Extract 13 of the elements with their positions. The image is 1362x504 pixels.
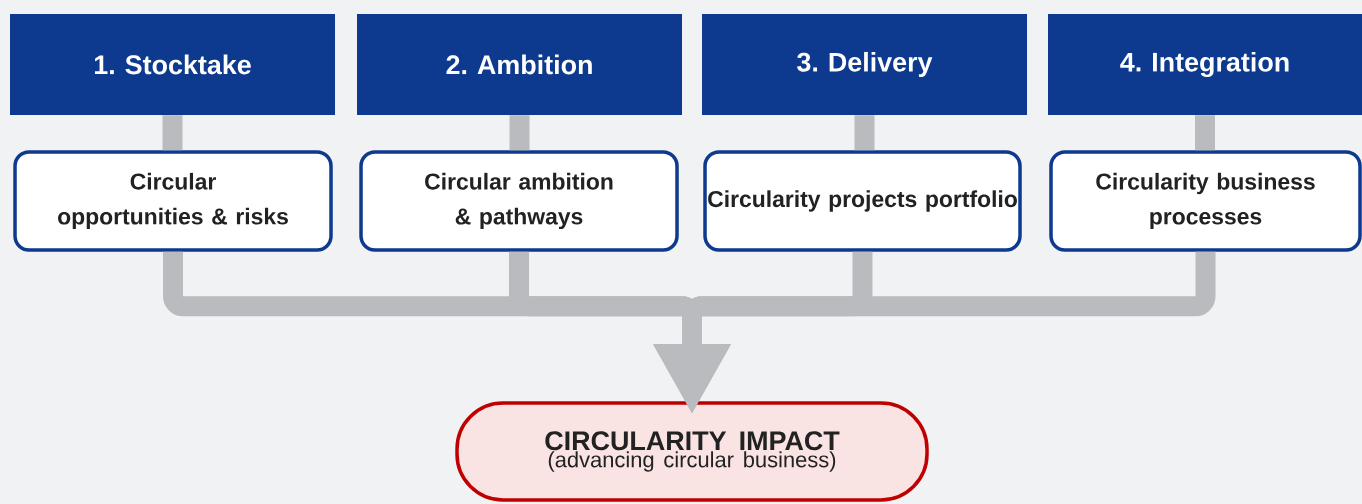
step-header-box: 4. Integration	[1048, 14, 1362, 115]
connector-line	[509, 115, 530, 151]
output-box: Circular ambition & pathways	[359, 150, 679, 252]
output-box: Circularity projects portfolio	[703, 150, 1022, 252]
connector-line	[1195, 115, 1215, 151]
connector-line	[162, 115, 183, 151]
step-header-box: 2. Ambition	[357, 14, 682, 115]
output-box: Circular opportunities & risks	[13, 150, 333, 252]
step-header-box: 1. Stocktake	[10, 14, 335, 115]
impact-box: CIRCULARITY IMPACT (advancing circular business)	[455, 401, 929, 502]
step-header-box: 3. Delivery	[702, 14, 1027, 115]
output-box: Circularity business processes	[1049, 150, 1362, 252]
connector-line	[854, 115, 875, 151]
